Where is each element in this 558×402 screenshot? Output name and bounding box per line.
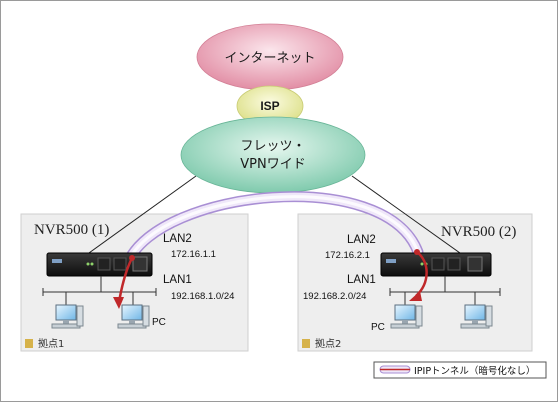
flets-vpn-cloud: フレッツ・ VPNワイド [180, 116, 366, 194]
uplink-line-2 [351, 175, 468, 259]
site1-lan1-address: 192.168.1.0/24 [171, 291, 234, 302]
site2-lan1-address: 192.168.2.0/24 [303, 291, 366, 302]
pc-icon [51, 304, 84, 329]
site1-lan1-label: LAN1 [163, 274, 192, 286]
flets-label-line1: フレッツ・ [240, 139, 305, 154]
site1-lan2-label: LAN2 [163, 233, 192, 245]
site2-lan2-address: 172.16.2.1 [325, 250, 370, 261]
tunnel-endpoint-2 [414, 249, 420, 255]
pc-icon [117, 304, 150, 329]
site2-lan1-label: LAN1 [347, 274, 376, 286]
router-nvr500-2 [380, 252, 492, 277]
traffic-arrowhead-1 [113, 297, 124, 309]
site2-lan2-label: LAN2 [347, 234, 376, 246]
tunnel-endpoint-1 [129, 255, 135, 261]
lan-bus-1 [42, 276, 157, 305]
site2-pc-label: PC [371, 322, 385, 333]
router-nvr500-1 [46, 252, 153, 277]
legend: IPIPトンネル（暗号化なし） [373, 361, 547, 379]
internet-label: インターネット [224, 51, 315, 66]
site1-lan2-address: 172.16.1.1 [171, 249, 216, 260]
site-title-1: NVR500 (1) [34, 222, 109, 238]
lan-bus-2 [389, 276, 501, 305]
site-tag-2: 拠点2 [315, 337, 341, 350]
site-tag-marker [25, 339, 33, 348]
legend-label: IPIPトンネル（暗号化なし） [414, 365, 535, 377]
site-tag-1: 拠点1 [38, 337, 64, 350]
internet-cloud: インターネット [196, 23, 344, 91]
uplink-line-1 [81, 175, 197, 259]
isp-cloud: ISP [236, 85, 304, 127]
pc-icon [390, 304, 423, 329]
flets-label-line2: VPNワイド [240, 157, 305, 172]
ipip-tunnel [122, 191, 424, 268]
site-title-2: NVR500 (2) [441, 224, 516, 240]
traffic-arrowhead-2 [409, 291, 422, 301]
site1-pc-label: PC [152, 317, 166, 328]
pc-icon [460, 304, 493, 329]
site-tag-marker [302, 339, 310, 348]
isp-label: ISP [260, 99, 279, 113]
